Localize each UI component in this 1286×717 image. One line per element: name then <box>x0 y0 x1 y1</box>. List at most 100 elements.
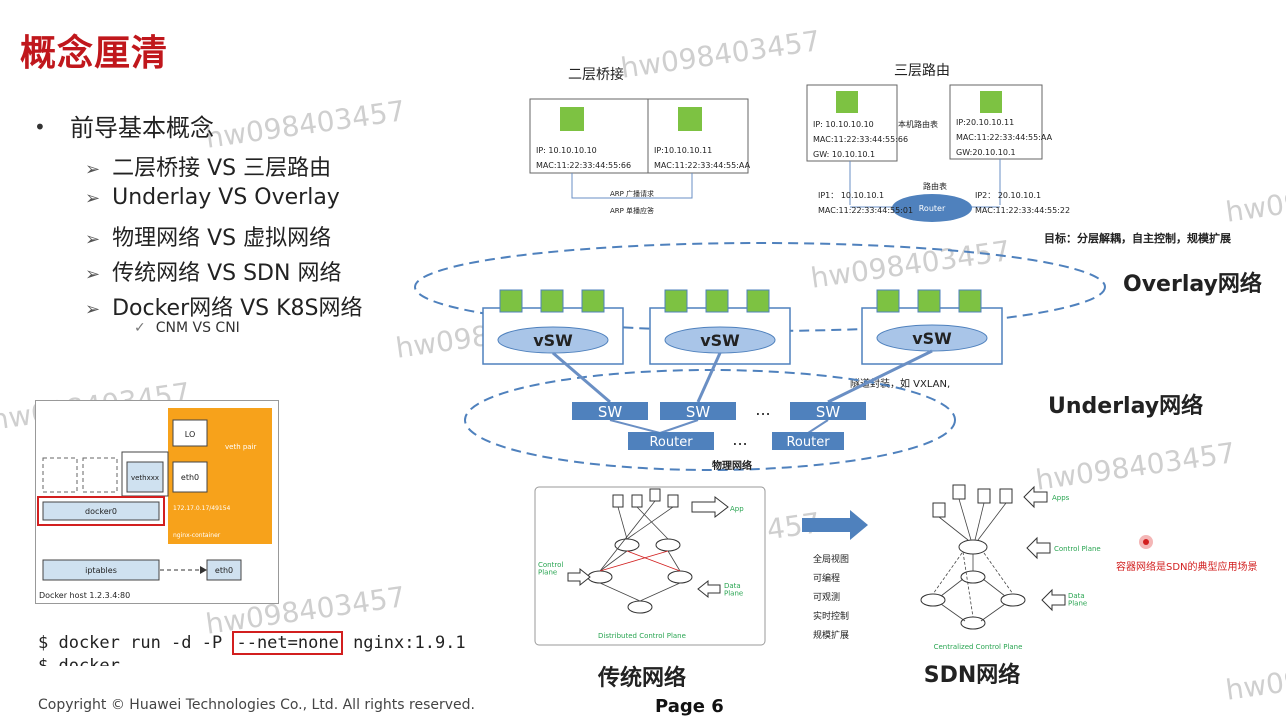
underlay-label: Underlay网络 <box>1048 393 1203 419</box>
command-prefix: $ docker run -d -P <box>38 633 233 653</box>
control-node <box>614 538 640 552</box>
vethxxx-box <box>126 461 164 493</box>
bridge-link <box>571 173 693 199</box>
route-host1-ip: IP: 10.10.10.10 <box>813 120 874 129</box>
iptables-label: iptables <box>85 566 117 575</box>
vm-icon <box>917 289 941 313</box>
vm-icon <box>581 289 605 313</box>
big-arrow-icon <box>802 510 868 540</box>
sw-label: SW <box>686 403 711 421</box>
arp-response-label: ARP 单播应答 <box>610 206 654 215</box>
dashed-slot <box>42 457 78 493</box>
vm-icon <box>540 289 564 313</box>
overlay-label: Overlay网络 <box>1123 271 1262 297</box>
sdn-data-links <box>940 578 1006 622</box>
sub-item-label: Docker网络 VS K8S网络 <box>112 296 363 321</box>
arp-request-label: ARP 广播请求 <box>610 189 654 198</box>
arrow-icon: ➢ <box>85 188 101 209</box>
vm-icon <box>664 289 688 313</box>
router-label: Router <box>919 204 946 213</box>
docker-command-next: $ docker <box>38 656 120 666</box>
sub-sub-item: ✓CNM VS CNI <box>134 320 240 336</box>
app-icon <box>999 488 1013 504</box>
mac1-label: MAC:11:22:33:44:55:01 <box>818 206 913 215</box>
centralized-label: Centralized Control Plane <box>934 643 1023 651</box>
router-node <box>628 432 714 450</box>
mac2-label: MAC:11:22:33:44:55:22 <box>975 206 1070 215</box>
container-eth0-label: eth0 <box>181 473 199 482</box>
feature-item: 可编程 <box>813 572 840 584</box>
route-host2-mac: MAC:11:22:33:44:55:AA <box>956 133 1053 142</box>
ip2-label: IP2： 20.10.10.1 <box>975 191 1041 200</box>
route-host1-mac: MAC:11:22:33:44:55:66 <box>813 135 908 144</box>
feature-item: 规模扩展 <box>813 629 849 641</box>
vsw-label: vSW <box>912 329 952 348</box>
app-label: App <box>730 505 744 513</box>
sw-node <box>572 402 648 420</box>
app-icon <box>977 488 991 504</box>
copyright: Copyright © Huawei Technologies Co., Ltd… <box>38 697 476 713</box>
feature-item: 全局视图 <box>813 553 849 565</box>
bullet-dot: • <box>34 115 46 139</box>
bridge-host2-mac: MAC:11:22:33:44:55:AA <box>654 161 751 170</box>
sub-item-label: Underlay VS Overlay <box>112 185 340 210</box>
check-icon: ✓ <box>134 320 146 336</box>
arrow-icon: ➢ <box>85 264 101 285</box>
arrow-icon <box>1023 485 1048 509</box>
distributed-label: Distributed Control Plane <box>598 632 686 640</box>
link <box>827 349 933 404</box>
underlay-ellipse <box>464 369 956 471</box>
sub-item: ➢传统网络 VS SDN 网络 <box>85 255 341 287</box>
feature-item: 可观测 <box>813 592 840 603</box>
slide-title: 概念厘清 <box>20 33 169 74</box>
bridge-host1-mac: MAC:11:22:33:44:55:66 <box>536 161 631 170</box>
link <box>552 351 611 404</box>
arrow-icon <box>1026 536 1051 560</box>
bridge-host1-ip: IP: 10.10.10.10 <box>536 146 597 155</box>
vm-icon <box>499 289 523 313</box>
veth-pair-label: veth pair <box>225 443 257 451</box>
local-route-table-label: 本机路由表 <box>898 119 938 129</box>
sub-item: ➢物理网络 VS 虚拟网络 <box>85 220 331 252</box>
vsw-label: vSW <box>533 331 573 350</box>
traditional-network-label: 传统网络 <box>597 665 686 691</box>
feature-item: 实时控制 <box>813 610 849 622</box>
route-table-label: 路由表 <box>923 181 947 191</box>
bridge-title: 二层桥接 <box>568 66 624 83</box>
arrow-icon <box>697 579 721 599</box>
link <box>609 419 661 434</box>
sw-label: SW <box>816 403 841 421</box>
bridge-host1 <box>529 98 649 174</box>
goal-text: 目标：分层解耦，自主控制，规模扩展 <box>1044 231 1232 245</box>
traditional-network-box <box>534 486 766 646</box>
sub-item-label: 物理网络 VS 虚拟网络 <box>112 226 332 251</box>
vsw-label: vSW <box>700 331 740 350</box>
router-label: Router <box>786 435 830 450</box>
container-ip-label: 172.17.0.17/49154 <box>173 505 231 512</box>
host-eth0-box <box>206 559 242 581</box>
sdn-control-plane-label: Control Plane <box>1054 545 1101 553</box>
bridge-host2-ip: IP:10.10.10.11 <box>654 146 712 155</box>
control-node <box>627 600 653 614</box>
traditional-links <box>599 500 681 602</box>
router-node <box>772 432 844 450</box>
vm-icon <box>958 289 982 313</box>
host-icon <box>980 91 1002 113</box>
controller-node <box>958 539 988 555</box>
control-node <box>667 570 693 584</box>
route-host1-gw: GW: 10.10.10.1 <box>813 150 875 159</box>
switch-node <box>960 570 986 584</box>
control-node <box>655 538 681 552</box>
arrow-icon <box>567 567 591 587</box>
vethxxx-label: vethxxx <box>131 474 159 482</box>
route-host2-gw: GW:20.10.10.1 <box>956 148 1016 157</box>
net-none-highlight: --net=none <box>232 631 343 655</box>
bullet-main: 前导基本概念 <box>70 114 214 142</box>
router-label: Router <box>649 435 693 450</box>
ellipsis: ... <box>755 400 770 419</box>
dashed-slot <box>82 457 118 493</box>
vm-icon <box>746 289 770 313</box>
arrow-icon: ➢ <box>85 299 101 320</box>
